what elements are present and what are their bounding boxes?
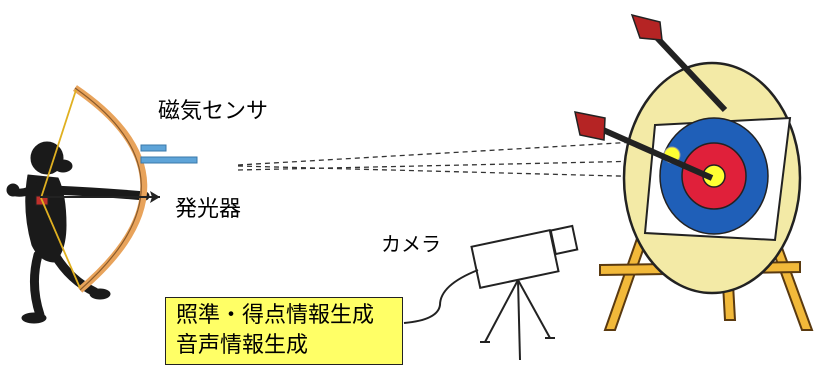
camera-device: [403, 224, 579, 361]
magnetic-sensor-label: 磁気センサ: [158, 99, 269, 124]
info-box-background: [165, 297, 403, 365]
info-box-line-2: 音声情報生成: [176, 333, 309, 358]
light-emitter-label: 発光器: [175, 197, 242, 222]
camera-label: カメラ: [381, 232, 441, 256]
target: [599, 61, 814, 331]
archer-figure: [6, 141, 150, 324]
info-generation-box: 照準・得点情報生成 音声情報生成: [165, 297, 403, 365]
info-box-line-1: 照準・得点情報生成: [176, 303, 375, 328]
arrows-in-target: [574, 13, 728, 181]
magnetic-sensor: [140, 144, 198, 164]
light-path-lines: [237, 139, 695, 179]
bow: [40, 85, 160, 293]
